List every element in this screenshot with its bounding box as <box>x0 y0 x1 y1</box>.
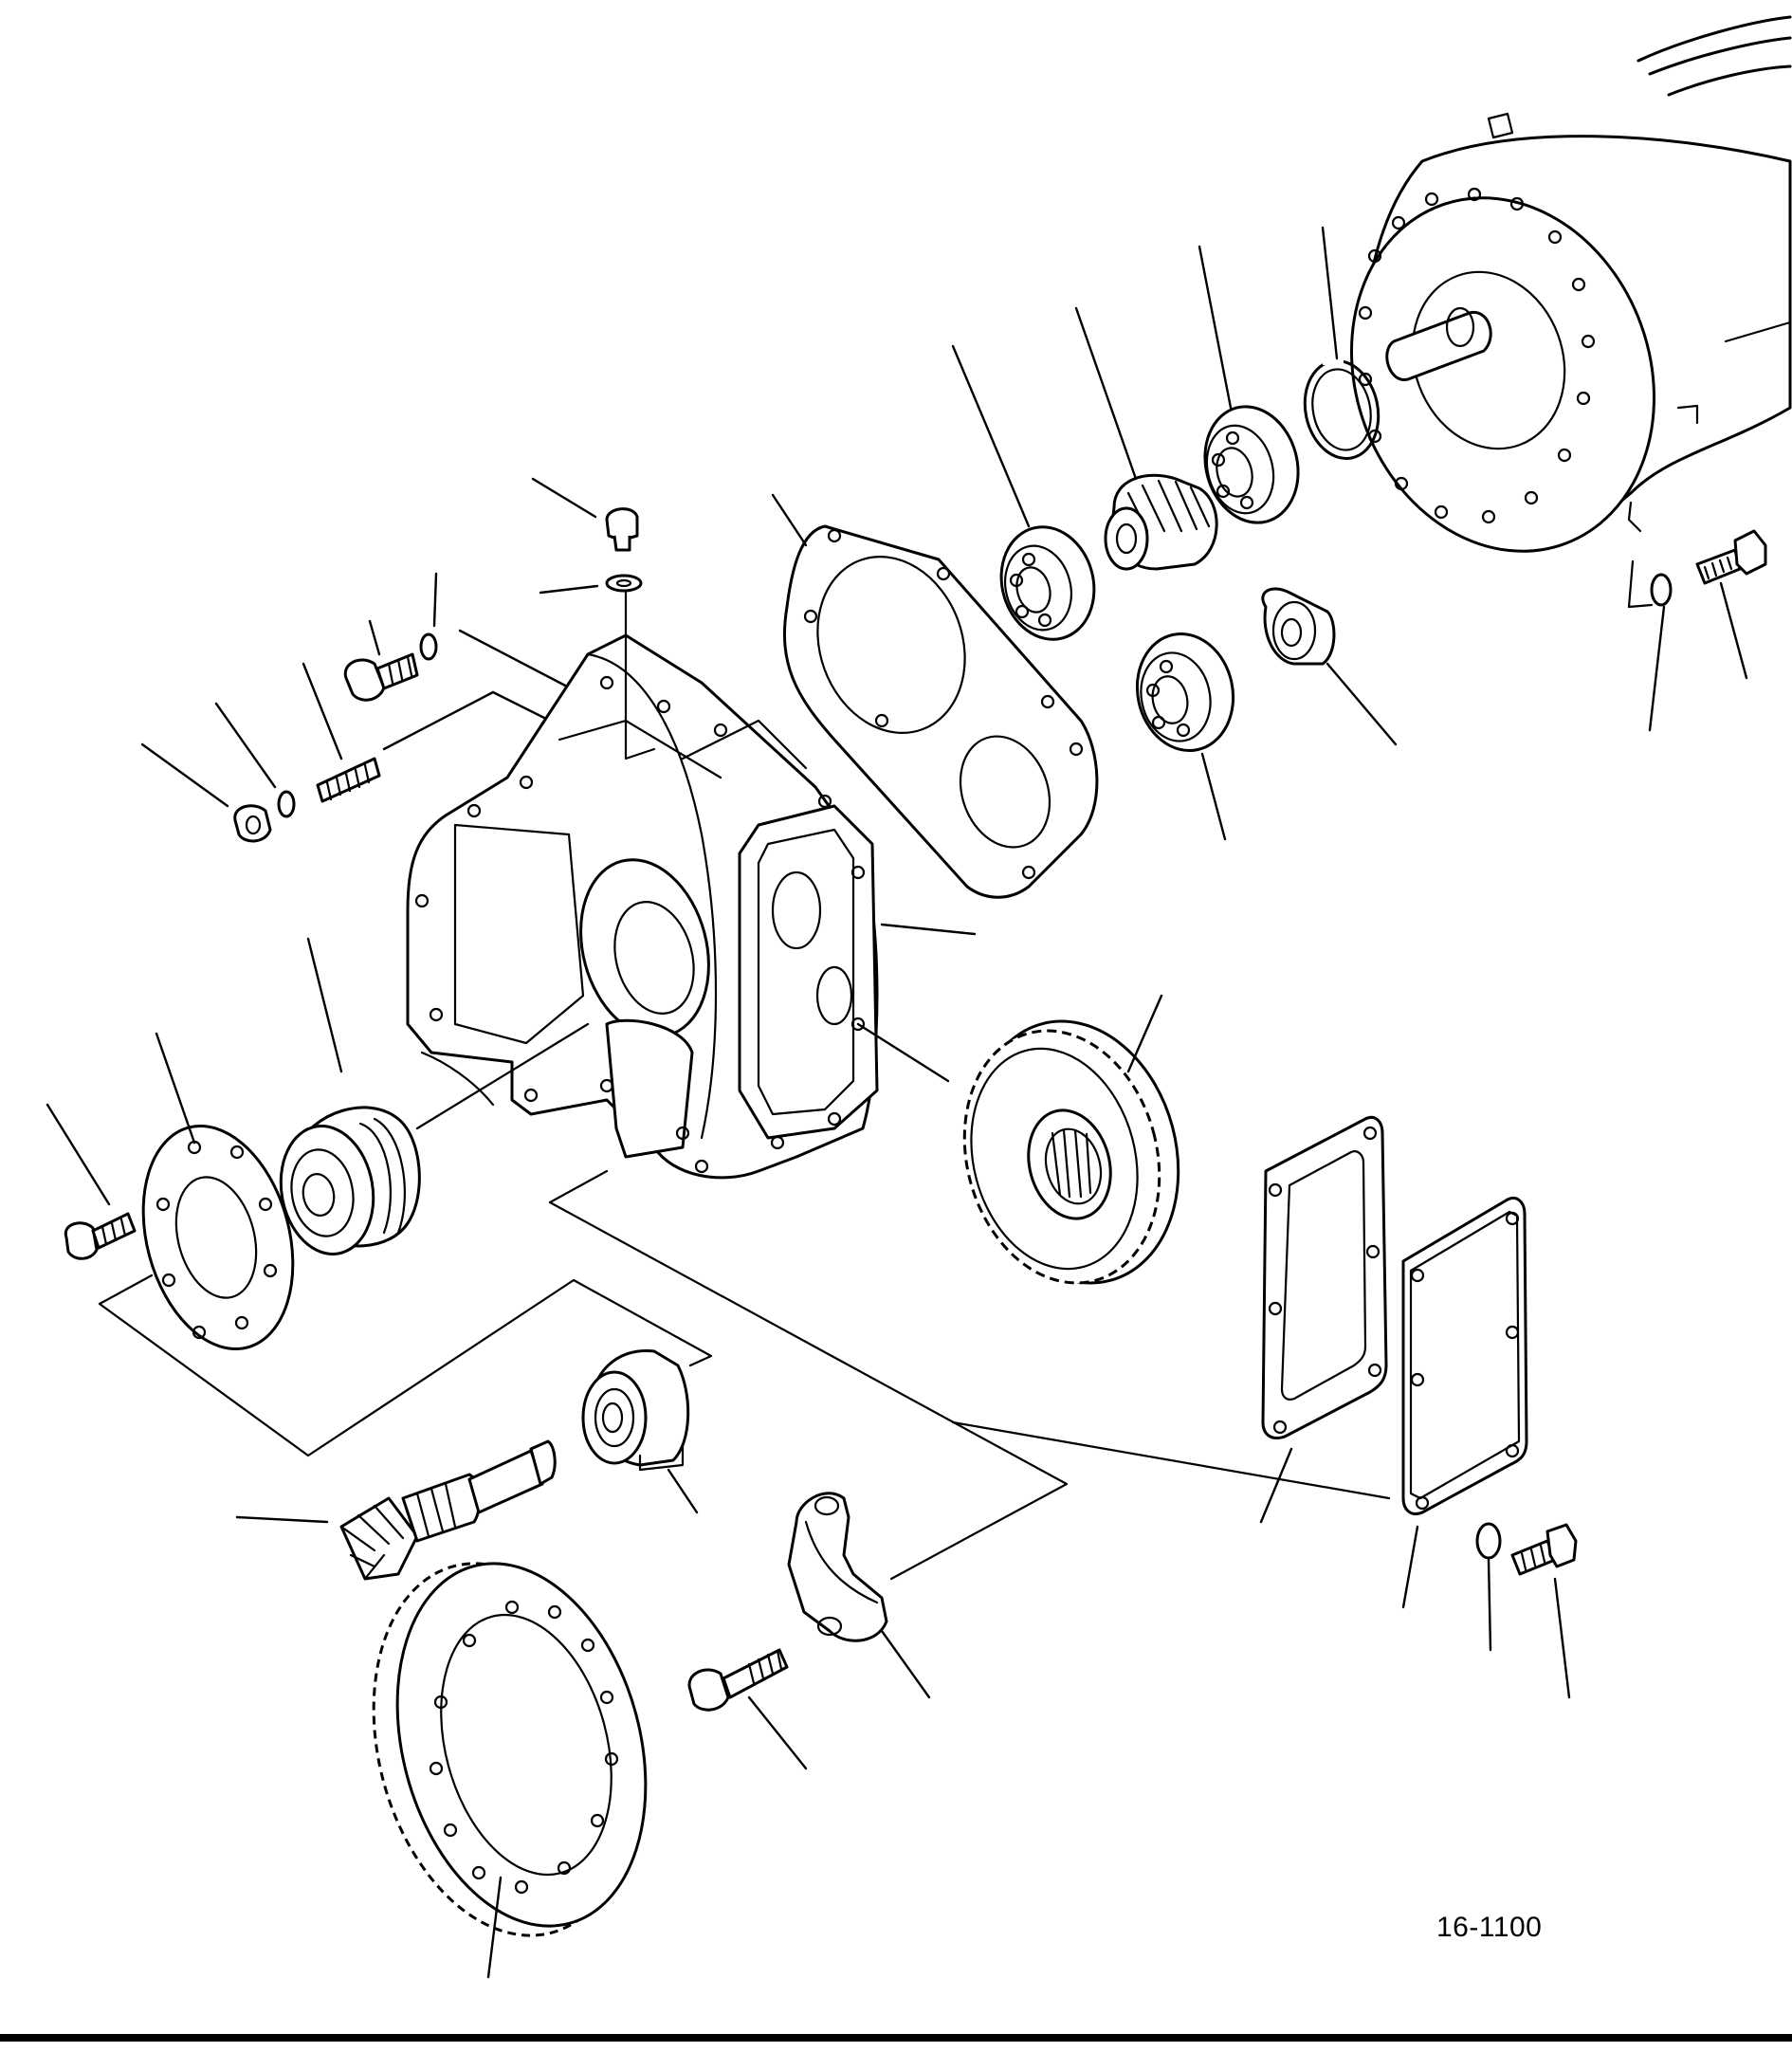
roller-bearing-left <box>271 939 588 1261</box>
case-bolt-and-washer <box>345 574 569 700</box>
ball-bearing-lower <box>1126 625 1244 839</box>
inspection-cover-gasket <box>1261 1117 1386 1522</box>
bottom-rule <box>0 2034 1792 2042</box>
retainer-bolt <box>47 1105 135 1258</box>
stud-bolt-and-nut <box>142 664 626 841</box>
transfer-case-housing <box>408 635 975 1178</box>
bevel-ring-gear <box>335 1534 685 1977</box>
breather-plug <box>533 479 641 654</box>
bevel-pinion-shaft <box>237 1441 555 1579</box>
oil-seal <box>583 1350 697 1512</box>
figure-code: 16-1100 <box>1436 1912 1543 1943</box>
cap-bolt <box>689 1650 806 1768</box>
bearing-retainer-plate <box>119 1034 316 1365</box>
torque-converter-housing <box>1303 17 1790 595</box>
assembly-grouping-lines <box>100 1171 1067 1579</box>
lock-nut <box>1263 589 1396 744</box>
bearing-cap <box>789 1493 929 1697</box>
snap-ring <box>1296 228 1387 466</box>
ball-bearing-middle <box>953 346 1106 650</box>
mounting-bolt-right <box>1629 531 1765 730</box>
cover-bolt-and-washer <box>953 1422 1576 1697</box>
helical-pinion-gear <box>1076 308 1216 569</box>
ball-bearing-upper <box>1193 247 1311 533</box>
helical-drive-gear <box>937 996 1206 1306</box>
housing-gasket <box>773 495 1097 897</box>
inspection-cover-plate <box>1403 1198 1527 1607</box>
